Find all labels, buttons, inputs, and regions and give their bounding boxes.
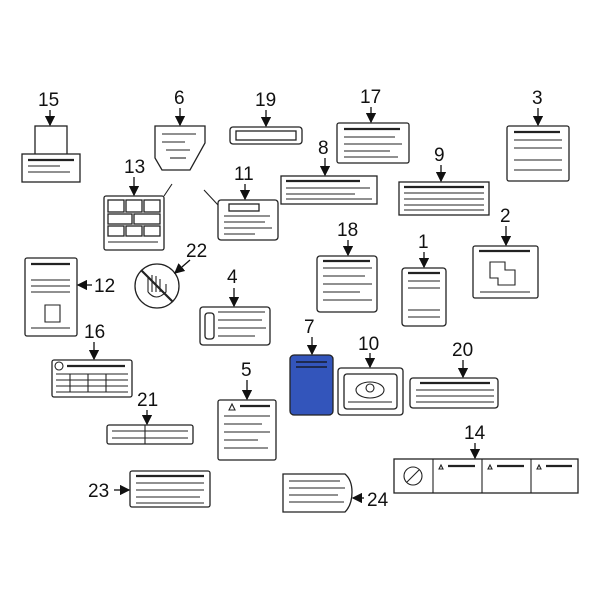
callout-3: 3 [532,88,543,109]
label-part-18[interactable]: 18 [316,220,378,313]
callout-23: 23 [88,481,109,502]
label-part-16[interactable]: 16 [51,322,133,398]
callout-14: 14 [464,423,486,444]
label-part-5[interactable]: 5 [217,360,277,461]
label-part-12[interactable]: 12 [24,257,115,337]
label-part-11[interactable]: 11 [203,164,279,241]
callout-17: 17 [360,87,381,108]
callout-19: 19 [255,90,276,111]
callout-6: 6 [174,88,185,109]
label-part-13[interactable]: 13 [103,157,173,251]
callout-24: 24 [367,490,389,511]
label-part-24[interactable]: 24 [282,473,389,513]
callout-12: 12 [94,276,115,297]
callout-9: 9 [434,145,445,166]
label-part-23[interactable]: 23 [88,470,211,508]
label-part-9[interactable]: 9 [398,145,490,216]
callout-1: 1 [418,232,429,253]
callout-13: 13 [124,157,145,178]
callout-8: 8 [318,138,329,159]
callout-5: 5 [241,360,252,381]
callout-20: 20 [452,340,473,361]
callout-22: 22 [186,241,207,262]
label-part-20[interactable]: 20 [409,340,499,409]
callout-10: 10 [358,334,379,355]
label-part-1[interactable]: 1 [401,232,447,327]
label-part-14[interactable]: 14 [393,423,579,494]
label-part-15[interactable]: 15 [21,90,81,183]
label-part-2[interactable]: 2 [472,206,539,299]
label-part-22[interactable]: 22 [134,241,207,309]
callout-16: 16 [84,322,105,343]
label-part-3[interactable]: 3 [506,88,570,182]
label-part-21[interactable]: 21 [106,390,194,445]
label-part-19[interactable]: 19 [229,90,303,145]
label-part-17[interactable]: 17 [336,87,410,164]
label-part-4[interactable]: 4 [199,267,271,346]
label-part-10[interactable]: 10 [337,334,404,416]
label-part-6[interactable]: 6 [154,88,206,171]
callout-15: 15 [38,90,59,111]
callout-2: 2 [500,206,511,227]
label-part-8[interactable]: 8 [280,138,378,205]
callout-21: 21 [137,390,158,411]
callout-4: 4 [227,267,238,288]
callout-7: 7 [304,317,315,338]
callout-18: 18 [337,220,358,241]
callout-11: 11 [234,164,254,185]
label-part-7[interactable]: 7 [289,317,334,416]
